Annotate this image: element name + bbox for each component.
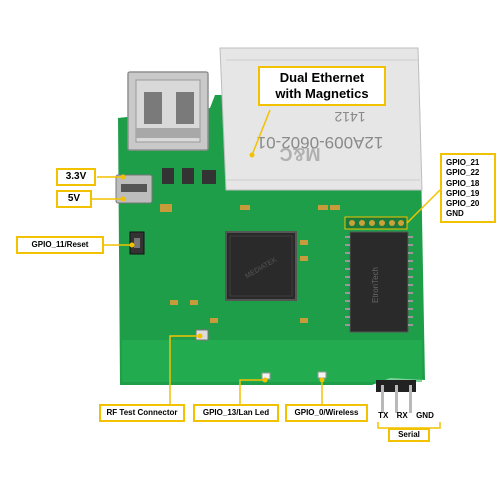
gpio-pin-label: GPIO_19 xyxy=(446,188,480,198)
soc-chip xyxy=(225,231,297,301)
module-date-code: 1412 xyxy=(334,109,365,125)
label-5v: 5V xyxy=(56,190,92,208)
serial-pin-labels: TX RX GND xyxy=(374,411,438,423)
serial-rx-label: RX xyxy=(396,411,408,420)
gpio-pin-label: GPIO_21 xyxy=(446,158,480,167)
ethernet-title-line1: Dual Ethernet xyxy=(279,69,365,85)
label-serial: Serial xyxy=(388,428,430,442)
ethernet-title: Dual Ethernet with Magnetics xyxy=(258,66,386,106)
module-part-number: 12A009-0602-01 xyxy=(257,133,384,152)
label-3v3: 3.3V xyxy=(56,168,96,186)
gpio-pin-label: GPIO_20 xyxy=(446,199,480,209)
leader-rf xyxy=(169,335,200,404)
pcb-lower-strip xyxy=(122,340,422,382)
leader-gpio xyxy=(406,189,441,224)
leader-lan xyxy=(239,379,265,404)
label-rf-test: RF Test Connector xyxy=(99,404,185,422)
serial-header xyxy=(376,380,416,413)
ethernet-title-line2: with Magnetics xyxy=(275,86,369,101)
gpio-pin-label: GPIO_18 xyxy=(446,178,480,188)
leader-ethernet xyxy=(251,109,271,156)
svg-text:EtronTech: EtronTech xyxy=(371,267,380,303)
serial-gnd-label: GND xyxy=(416,411,434,420)
gpio-pin-list: GPIO_21 GPIO_22 GPIO_18 GPIO_19 GPIO_20 … xyxy=(440,153,496,223)
gpio-pin-label: GPIO_22 xyxy=(446,168,480,178)
gpio-pin-label: GND xyxy=(446,209,464,219)
label-reset: GPIO_11/Reset xyxy=(16,236,104,254)
module-brand: M&C xyxy=(280,144,321,164)
serial-tx-label: TX xyxy=(378,411,389,420)
memory-chip xyxy=(349,231,409,333)
wireless-led xyxy=(317,371,327,379)
label-lan-led: GPIO_13/Lan Led xyxy=(193,404,279,422)
label-wireless: GPIO_0/Wireless xyxy=(285,404,368,422)
